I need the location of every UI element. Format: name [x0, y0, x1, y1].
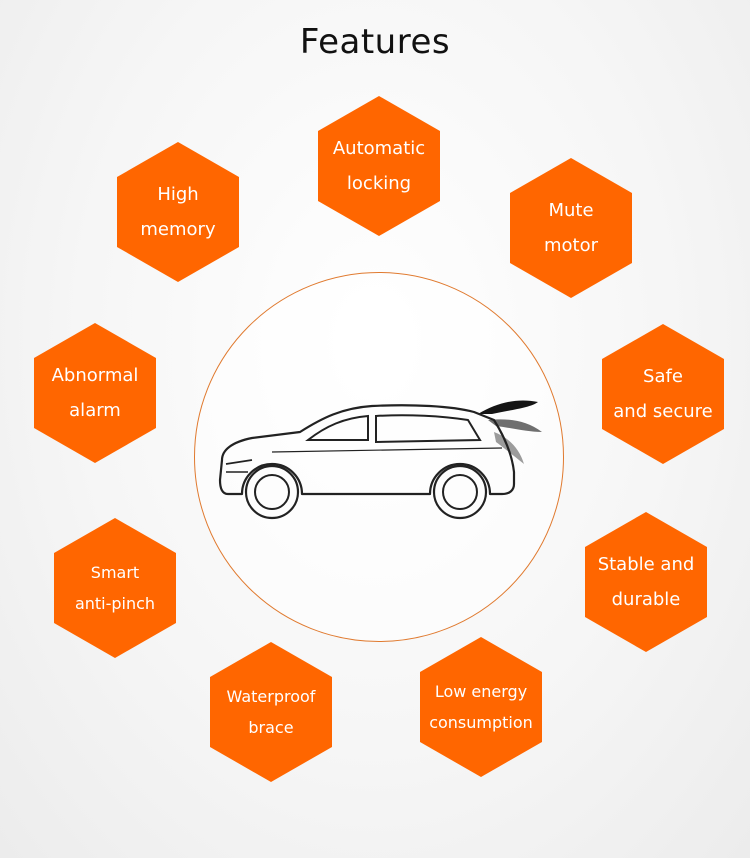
feature-label: Smart anti-pinch — [75, 557, 155, 619]
feature-label-line: alarm — [69, 400, 121, 421]
feature-label: Automatic locking — [333, 131, 425, 201]
center-circle — [194, 272, 564, 642]
feature-label-line: Smart — [90, 563, 140, 582]
feature-label-line: durable — [611, 589, 681, 610]
feature-label: Stable and durable — [598, 547, 695, 617]
feature-label: High memory — [140, 177, 215, 247]
feature-label-line: memory — [140, 219, 216, 240]
page-title: Features — [299, 22, 451, 62]
feature-label-line: Waterproof — [226, 687, 316, 706]
feature-safe-and-secure: Safe and secure — [602, 324, 724, 464]
feature-label-line: Stable and — [597, 554, 695, 575]
feature-label-line: Safe — [643, 366, 683, 387]
suv-with-power-tailgate-icon — [218, 400, 542, 520]
feature-label-line: locking — [346, 173, 412, 194]
feature-smart-anti-pinch: Smart anti-pinch — [54, 518, 176, 658]
feature-label: Mute motor — [544, 193, 598, 263]
feature-label-line: anti-pinch — [74, 594, 156, 613]
feature-label-line: motor — [543, 235, 599, 256]
feature-label: Waterproof brace — [227, 681, 316, 743]
feature-label-line: Mute — [548, 200, 594, 221]
feature-label-line: High — [157, 184, 199, 205]
feature-mute-motor: Mute motor — [510, 158, 632, 298]
feature-label-line: Automatic — [332, 138, 426, 159]
feature-low-energy-consumption: Low energy consumption — [420, 637, 542, 777]
feature-stable-and-durable: Stable and durable — [585, 512, 707, 652]
feature-automatic-locking: Automatic locking — [318, 96, 440, 236]
feature-label: Abnormal alarm — [52, 358, 139, 428]
feature-high-memory: High memory — [117, 142, 239, 282]
feature-label: Safe and secure — [613, 359, 712, 429]
feature-label-line: brace — [248, 718, 294, 737]
feature-label-line: Abnormal — [51, 365, 139, 386]
feature-label: Low energy consumption — [429, 676, 533, 738]
feature-label-line: consumption — [429, 713, 533, 732]
feature-abnormal-alarm: Abnormal alarm — [34, 323, 156, 463]
feature-waterproof-brace: Waterproof brace — [210, 642, 332, 782]
feature-label-line: Low energy — [434, 682, 528, 701]
feature-label-line: and secure — [613, 401, 713, 422]
